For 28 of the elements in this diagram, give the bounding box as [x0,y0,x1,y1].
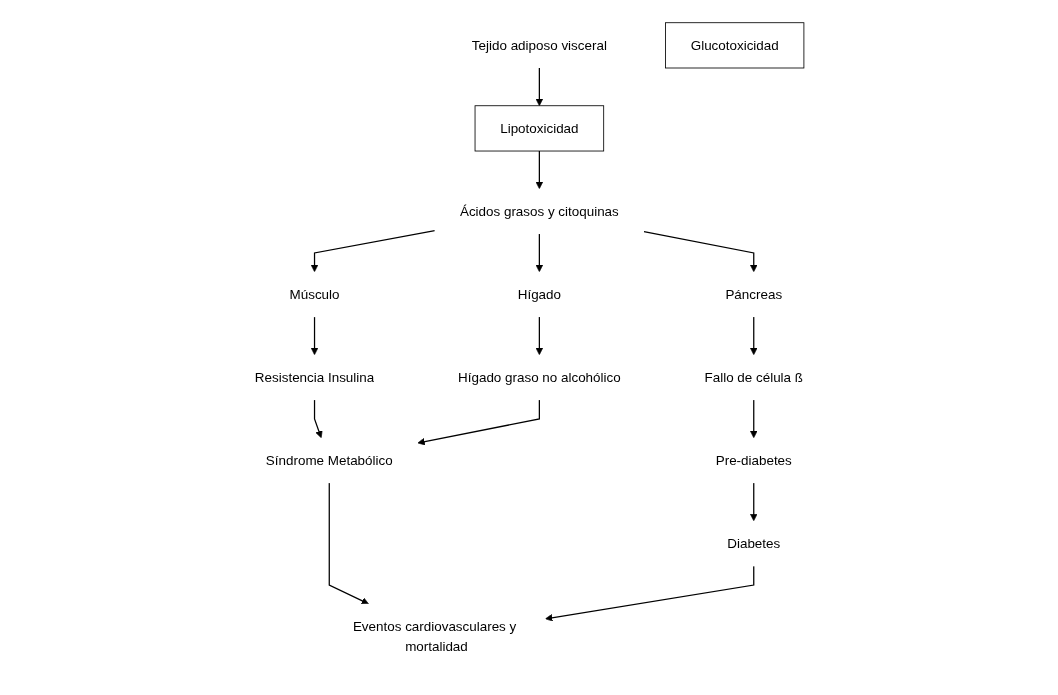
arrow [310,315,319,355]
arrow [314,398,323,438]
node-text: Resistencia Insulina [254,369,375,384]
node-text: Eventos cardiovasculares y mortalidad [353,618,517,653]
node-text: Hígado [517,286,562,301]
node-text: Diabetes [727,535,781,550]
arrow [535,232,544,272]
arrow [417,398,541,445]
arrow [750,482,758,521]
arrow [535,149,544,189]
node-box: Glucotoxicidad [665,21,805,68]
node-text: Músculo [289,286,340,301]
arrow [535,315,544,355]
node-box: Lipotoxicidad [474,104,605,151]
node-text: Pre-diabetes [715,452,792,467]
node-text: Fallo de célula ß [704,369,804,384]
node-text: Tejido adiposo visceral [471,37,607,52]
arrow [545,565,755,621]
arrow [535,66,544,106]
arrow [750,315,758,355]
arrow [310,229,436,272]
arrow [643,230,758,272]
arrow [328,482,369,604]
node-text: Ácidos grasos y citoquinas [460,203,619,218]
node-text: Síndrome Metabólico [265,452,393,467]
node-text: Páncreas [725,286,783,301]
node-text: Hígado graso no alcohólico [458,369,621,384]
arrow [750,398,758,438]
